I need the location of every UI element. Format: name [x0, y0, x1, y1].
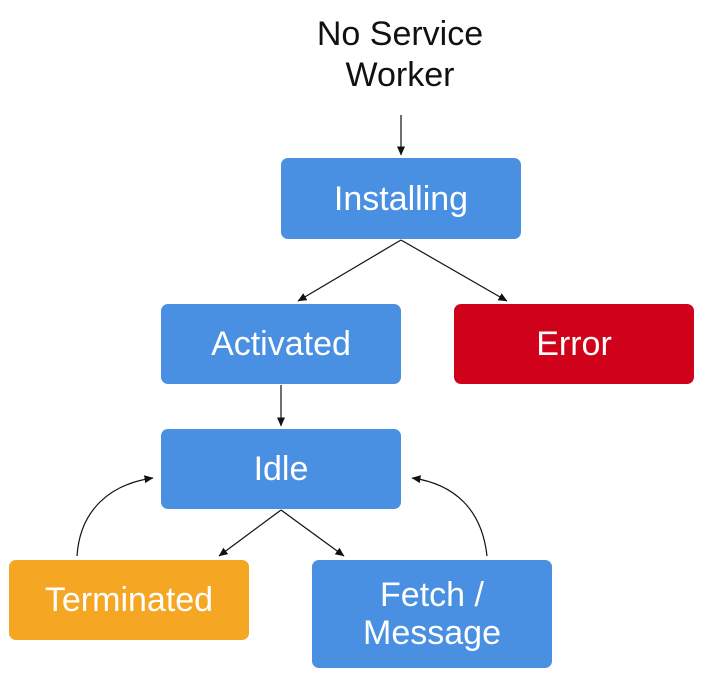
state-idle-label: Idle: [253, 450, 309, 488]
start-state-text: No Service Worker: [316, 15, 484, 94]
state-idle: Idle: [161, 429, 401, 509]
start-state-label: No Service Worker: [250, 14, 550, 96]
state-fetch-message-label: Fetch / Message: [363, 576, 501, 652]
state-activated-label: Activated: [211, 325, 351, 363]
state-installing: Installing: [281, 158, 521, 239]
state-terminated: Terminated: [9, 560, 249, 640]
edge-fetch-to-idle: [411, 475, 488, 557]
edge-installing-to-error: [400, 239, 508, 302]
edge-idle-to-terminated: [218, 509, 282, 557]
state-fetch-message: Fetch / Message: [312, 560, 552, 668]
edge-installing-to-activated: [297, 239, 402, 302]
state-error-label: Error: [536, 325, 612, 363]
state-error: Error: [454, 304, 694, 384]
edge-terminated-to-idle: [76, 475, 154, 557]
edge-idle-to-fetch: [280, 509, 345, 557]
state-installing-label: Installing: [333, 179, 469, 218]
state-terminated-label: Terminated: [44, 581, 214, 619]
state-activated: Activated: [161, 304, 401, 384]
